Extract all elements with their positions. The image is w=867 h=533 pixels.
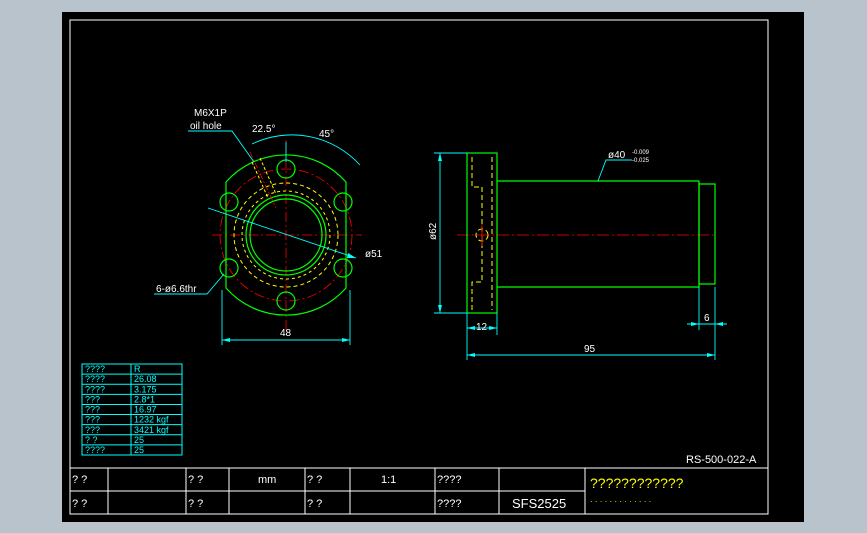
spec-table-rows: ???? R???? 26.08???? 3.175??? 2.8*1??? 16.97?… <box>82 364 182 455</box>
tb-company-sub: · · · · · · · · · · · · · <box>590 497 651 506</box>
bolt-hole <box>219 192 239 212</box>
bolt-hole <box>333 192 353 212</box>
spec-param-label: ??? <box>85 415 100 425</box>
drawing-number: RS-500-022-A <box>686 454 757 466</box>
spec-param-label: ???? <box>85 374 105 384</box>
side-view: ø40 -0.009 -0.025 ø62 12 95 6 <box>428 150 727 360</box>
bolt-hole <box>276 291 296 311</box>
spec-param-label: ??? <box>85 405 100 415</box>
spec-param-value: 3421 kgf <box>134 425 169 435</box>
spec-param-label: ???? <box>85 364 105 374</box>
flange-outline <box>225 154 347 316</box>
front-view: M6X1P oil hole 22.5° 45° ø51 6-ø6.6thr 4… <box>154 108 383 345</box>
spec-param-value: 25 <box>134 445 144 455</box>
tb-label-8: ???? <box>437 498 461 510</box>
spec-param-value: 3.175 <box>134 384 157 394</box>
spec-param-label: ??? <box>85 425 100 435</box>
side-end-step <box>698 183 716 285</box>
bore-thread <box>241 190 331 280</box>
spec-table: ???? R???? 26.08???? 3.175??? 2.8*1??? 16.97?… <box>81 363 183 456</box>
len95-label: 95 <box>584 344 596 355</box>
bolt-hole <box>219 258 239 278</box>
tb-label-1: ? ? <box>72 474 87 486</box>
side-flange <box>466 152 498 314</box>
dia40-leader <box>597 159 632 182</box>
spec-param-label: ? ? <box>85 435 98 445</box>
tb-part-number: SFS2525 <box>512 496 566 511</box>
body-circle <box>233 182 339 288</box>
oil-hole-edge <box>251 161 269 199</box>
len6-label: 6 <box>704 313 710 324</box>
tb-label-2: ? ? <box>188 474 203 486</box>
oil-hole-leader <box>188 130 255 163</box>
bore-inner <box>249 198 323 272</box>
side-hidden <box>471 157 483 310</box>
spec-param-label: ??? <box>85 394 100 404</box>
angle-b-label: 45° <box>319 129 334 140</box>
bolt-hole <box>333 258 353 278</box>
spec-param-value: R <box>134 364 141 374</box>
dia40-label: ø40 <box>608 150 626 161</box>
drawing-border <box>69 19 769 515</box>
tb-label-7: ? ? <box>307 498 322 510</box>
tb-label-5: ? ? <box>72 498 87 510</box>
bore-outer <box>245 194 327 276</box>
spec-param-value: 1232 kgf <box>134 415 169 425</box>
pcd-label: ø51 <box>365 249 383 260</box>
tol-upper: -0.009 <box>632 150 650 156</box>
tb-scale: 1:1 <box>381 474 396 486</box>
oil-hole-edge <box>259 157 277 195</box>
pcd-circle <box>219 168 353 302</box>
angle-arc <box>251 134 361 166</box>
title-block: ? ? ? ? mm ? ? 1:1 ???? ? ? ? ? ? ? ????… <box>70 467 768 514</box>
cad-drawing: M6X1P oil hole 22.5° 45° ø51 6-ø6.6thr 4… <box>69 19 769 515</box>
tb-units: mm <box>258 474 276 486</box>
tb-label-4: ???? <box>437 474 461 486</box>
spec-param-value: 2.8*1 <box>134 394 155 404</box>
tb-company: ???????????? <box>590 475 684 491</box>
side-shaft <box>497 180 700 288</box>
spec-param-label: ???? <box>85 384 105 394</box>
callout-oil-hole: oil hole <box>190 121 222 132</box>
callout-thread: M6X1P <box>194 108 227 119</box>
bolt-leader <box>154 273 225 295</box>
width-label: 48 <box>280 328 292 339</box>
spec-param-value: 26.08 <box>134 374 157 384</box>
oil-hole-axis <box>249 151 277 209</box>
dia62-label: ø62 <box>428 222 439 240</box>
spec-param-value: 16.97 <box>134 405 157 415</box>
pcd-leader <box>207 207 357 259</box>
bolt-holes-label: 6-ø6.6thr <box>156 284 197 295</box>
tol-lower: -0.025 <box>632 158 650 164</box>
angle-a-label: 22.5° <box>252 124 275 135</box>
spec-param-value: 25 <box>134 435 144 445</box>
len12-label: 12 <box>476 322 488 333</box>
tb-label-6: ? ? <box>188 498 203 510</box>
tb-label-3: ? ? <box>307 474 322 486</box>
cad-viewport[interactable]: M6X1P oil hole 22.5° 45° ø51 6-ø6.6thr 4… <box>62 12 804 522</box>
spec-param-label: ???? <box>85 445 105 455</box>
